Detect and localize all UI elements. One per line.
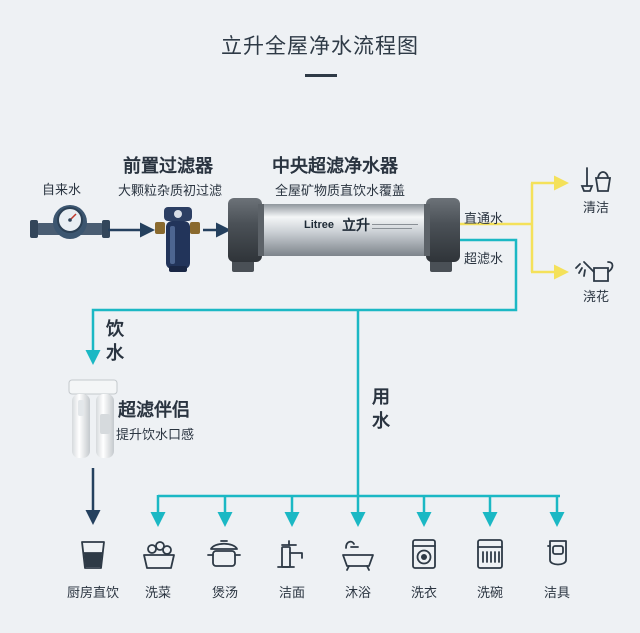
tap-water-label: 自来水 [42, 183, 82, 198]
central-purifier-subtitle: 全屋矿物质直饮水覆盖 [275, 184, 406, 199]
ultra-water-label: 超滤水 [464, 252, 504, 267]
drinking-glass-icon [81, 541, 105, 569]
endpoint-label: 洁面 [278, 586, 306, 601]
brand-logo-text: Litree [304, 219, 334, 231]
endpoint-label: 洗碗 [476, 586, 504, 601]
direct-use-label: 清洁 [582, 201, 610, 216]
soup-pot-icon [207, 540, 241, 567]
prefilter-title: 前置过滤器 [123, 156, 213, 177]
prefilter-subtitle: 大颗粒杂质初过滤 [118, 184, 223, 199]
central-purifier-title: 中央超滤净水器 [272, 156, 398, 177]
brand-logo-cn: 立升 [342, 218, 370, 234]
direct-use-label: 浇花 [582, 290, 610, 305]
endpoint-arrows [150, 495, 565, 527]
watering-can-icon [575, 261, 614, 282]
central-purifier-device [228, 198, 460, 272]
companion-title: 超滤伴侣 [118, 400, 190, 421]
washing-machine-icon [412, 539, 436, 569]
domestic-water-label: 用水 [372, 387, 390, 432]
companion-filter-device [68, 379, 118, 458]
page-title: 立升全屋净水流程图 [221, 34, 419, 58]
drinking-water-label: 饮水 [106, 319, 124, 364]
endpoint-label: 洗菜 [144, 586, 172, 601]
vegetable-washing-icon [143, 541, 175, 569]
faucet-icon [277, 540, 303, 568]
ultra-water-line [85, 238, 518, 365]
endpoint-label: 洗衣 [410, 586, 438, 601]
title-underline [305, 74, 337, 77]
endpoint-label: 洁具 [543, 586, 571, 601]
cleaning-icon [580, 167, 612, 192]
bathtub-icon [342, 540, 374, 571]
companion-subtitle: 提升饮水口感 [116, 428, 195, 443]
toilet-icon [547, 540, 567, 566]
endpoint-label: 煲汤 [211, 586, 239, 601]
dishwasher-icon [477, 539, 503, 569]
endpoint-label: 厨房直饮 [66, 586, 120, 601]
prefilter-device-icon [155, 207, 200, 272]
water-meter-icon [30, 205, 110, 239]
direct-water-label: 直通水 [464, 212, 504, 227]
endpoint-label: 沐浴 [344, 586, 372, 601]
